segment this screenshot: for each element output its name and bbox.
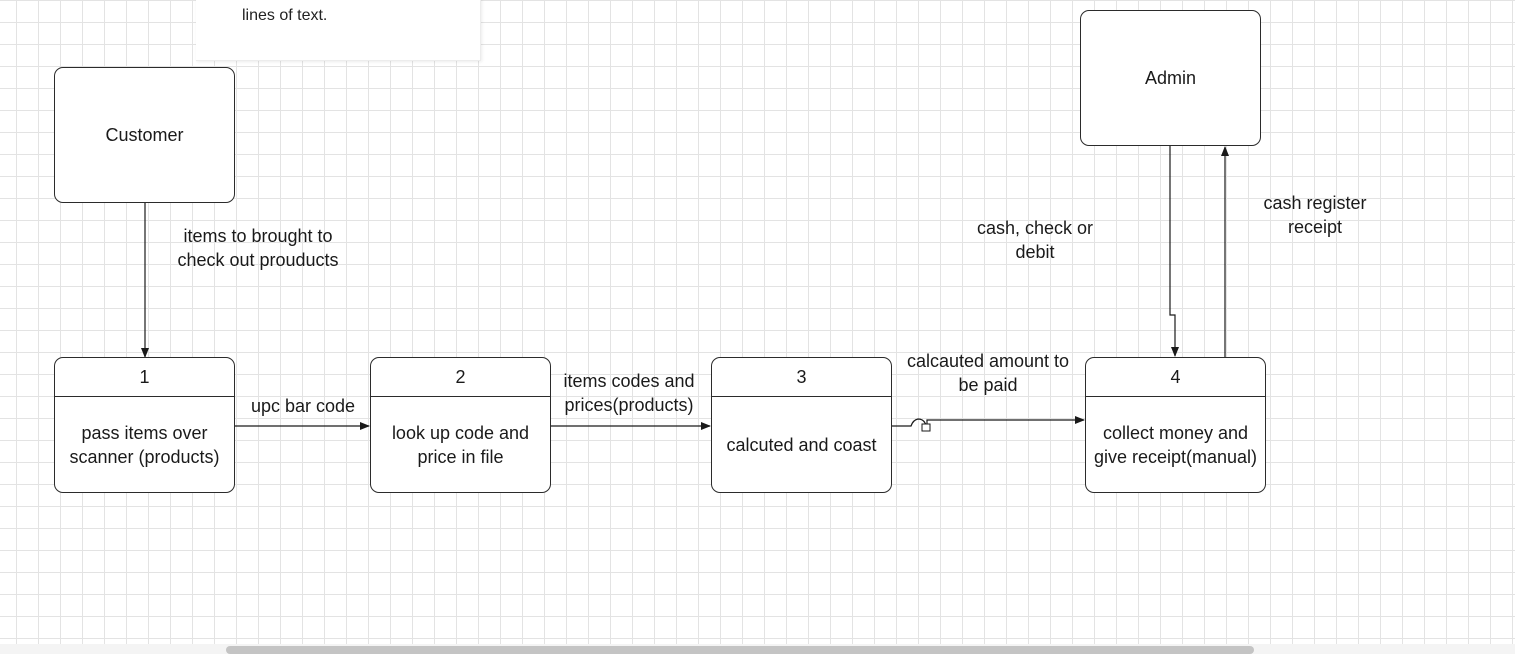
tooltip-text: lines of text. (242, 7, 328, 24)
process-3[interactable]: 3 calcuted and coast (711, 357, 892, 493)
connector-handle[interactable] (921, 423, 931, 432)
horizontal-scrollbar[interactable] (0, 644, 1515, 654)
entity-label: Admin (1144, 67, 1197, 88)
flow-arrow-admin-to-4[interactable] (1169, 146, 1179, 357)
entity-admin[interactable]: Admin (1080, 10, 1261, 146)
flow-label-customer-to-1[interactable]: items to brought to check out prouducts (177, 226, 339, 270)
flow-arrow-3-to-4[interactable] (891, 416, 1085, 428)
flow-label-2-to-3[interactable]: items codes and prices(products) (563, 371, 695, 415)
entity-customer[interactable]: Customer (54, 67, 235, 203)
tooltip-panel: ☰ lines of text. (196, 0, 481, 61)
scrollbar-thumb[interactable] (226, 646, 1254, 654)
process-number: 3 (712, 358, 891, 397)
flow-label-3-to-4[interactable]: calcauted amount to be paid (906, 351, 1070, 395)
process-number: 4 (1086, 358, 1265, 397)
flow-label-admin-to-4[interactable]: cash, check or debit (976, 218, 1094, 262)
process-1[interactable]: 1 pass items over scanner (products) (54, 357, 235, 493)
process-number: 2 (371, 358, 550, 397)
process-label: pass items over scanner (products) (69, 422, 220, 467)
process-label: look up code and price in file (391, 422, 530, 467)
entity-label: Customer (105, 124, 184, 145)
flow-label-4-to-admin[interactable]: cash register receipt (1263, 193, 1367, 237)
process-label: calcuted and coast (726, 434, 877, 455)
process-label: collect money and give receipt(manual) (1093, 422, 1258, 467)
process-number: 1 (55, 358, 234, 397)
flow-label-1-to-2[interactable]: upc bar code (250, 396, 356, 416)
process-2[interactable]: 2 look up code and price in file (370, 357, 551, 493)
process-4[interactable]: 4 collect money and give receipt(manual) (1085, 357, 1266, 493)
